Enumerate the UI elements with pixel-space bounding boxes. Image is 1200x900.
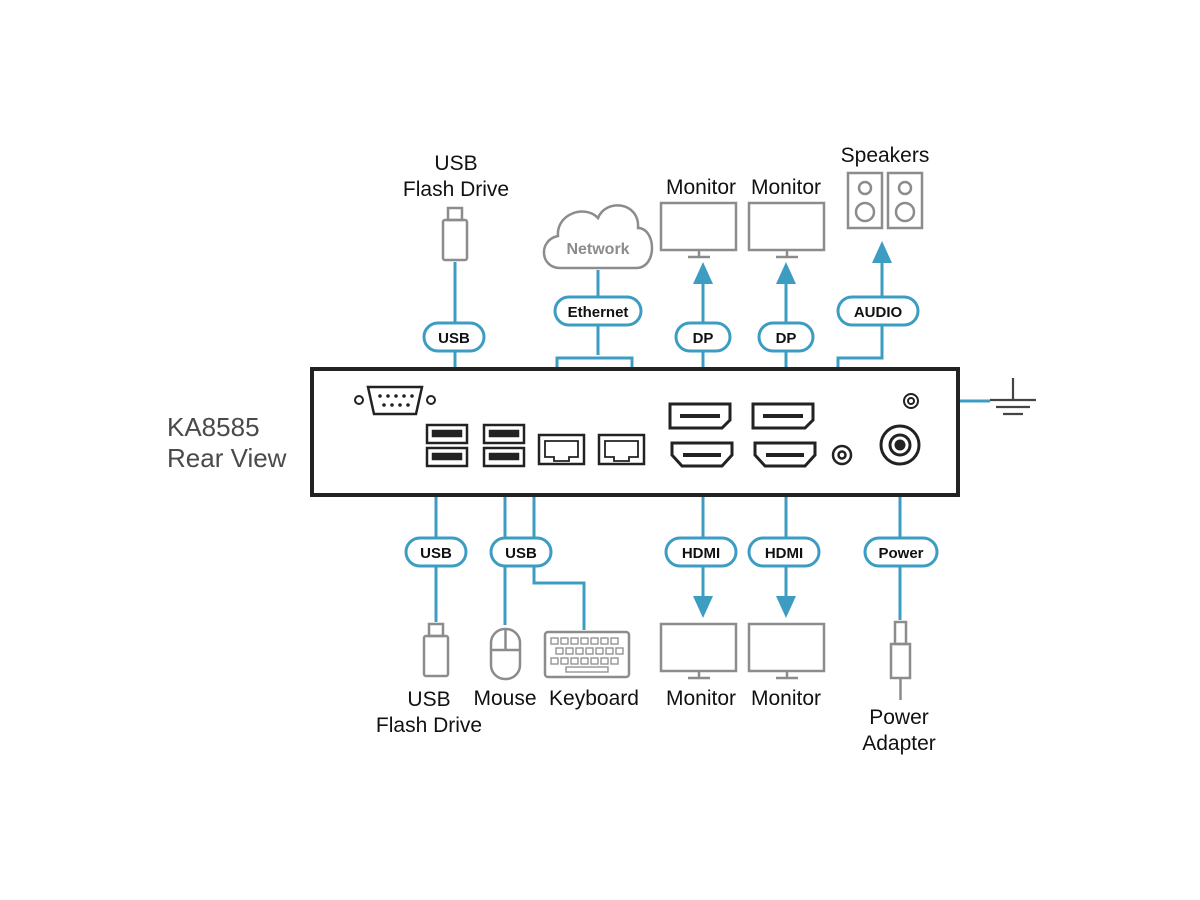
device-model: KA8585: [167, 412, 260, 442]
monitor-icon: [659, 622, 738, 680]
keyboard-label: Keyboard: [549, 687, 639, 710]
ethernet-port-icon: [537, 433, 586, 466]
keyboard-key: [560, 637, 569, 645]
keyboard-key: [550, 657, 559, 665]
keyboard-key: [600, 637, 609, 645]
pill-label: USB: [438, 330, 470, 347]
ethernet-port-icon: [597, 433, 646, 466]
usb-port-icon: [482, 423, 526, 468]
keyboard-key: [570, 657, 579, 665]
pill-label: Power: [878, 545, 923, 562]
monitor-top-2-label: Monitor: [751, 176, 821, 199]
arrow-down-hdmi2: [776, 596, 796, 618]
keyboard-key: [615, 647, 624, 655]
pill-label: HDMI: [682, 545, 720, 562]
keyboard-key: [590, 657, 599, 665]
speaker-icon: [846, 171, 924, 230]
power-adapter-label-1: Power: [869, 706, 929, 729]
keyboard-key: [570, 637, 579, 645]
mouse-label: Mouse: [473, 687, 536, 710]
displayport-port-icon: [751, 402, 815, 430]
audio-jack-icon: [831, 444, 853, 466]
pill-audio: AUDIO: [836, 295, 920, 327]
keyboard-key: [590, 637, 599, 645]
keyboard-key: [560, 657, 569, 665]
usb-flash-bottom-label-2: Flash Drive: [376, 714, 482, 737]
keyboard-key: [565, 647, 574, 655]
usb-flash-top-label-2: Flash Drive: [403, 178, 509, 201]
usb-flash-drive-icon: [422, 622, 450, 678]
pill-hdmi1: HDMI: [664, 536, 738, 568]
pill-power: Power: [863, 536, 939, 568]
pill-label: HDMI: [765, 545, 803, 562]
usb-flash-drive-icon: [441, 206, 469, 262]
power-jack-icon: [879, 424, 921, 466]
monitor-icon: [747, 201, 826, 259]
pill-dp1: DP: [674, 321, 732, 353]
pill-dp2: DP: [757, 321, 815, 353]
power-adapter-label-2: Adapter: [862, 732, 936, 755]
hdmi-port-icon: [670, 441, 734, 468]
keyboard-key: [550, 637, 559, 645]
network-label: Network: [566, 241, 629, 258]
keyboard-key: [600, 657, 609, 665]
keyboard-key: [555, 647, 564, 655]
pill-usb-bottom-2: USB: [489, 536, 553, 568]
pill-label: DP: [776, 330, 797, 347]
keyboard-key: [610, 657, 619, 665]
ground-icon: [990, 378, 1036, 416]
displayport-port-icon: [668, 402, 732, 430]
serial-port-icon: [354, 385, 436, 416]
arrow-up-dp1: [693, 262, 713, 284]
keyboard-key: [575, 647, 584, 655]
keyboard-key: [605, 647, 614, 655]
keyboard-key: [580, 637, 589, 645]
monitor-bottom-2-label: Monitor: [751, 687, 821, 710]
keyboard-icon: [543, 630, 631, 679]
usb-flash-top-label-1: USB: [434, 152, 477, 175]
arrow-up-dp2: [776, 262, 796, 284]
arrowheads: [693, 241, 892, 618]
keyboard-key: [580, 657, 589, 665]
cloud-icon: [542, 204, 654, 270]
power-adapter-icon: [889, 620, 912, 700]
ground-screw-icon: [903, 393, 919, 409]
pill-label: USB: [420, 545, 452, 562]
usb-port-icon: [425, 423, 469, 468]
arrow-up-audio: [872, 241, 892, 263]
monitor-icon: [747, 622, 826, 680]
pill-ethernet: Ethernet: [553, 295, 643, 327]
monitor-bottom-1-label: Monitor: [666, 687, 736, 710]
usb-flash-bottom-label-1: USB: [407, 688, 450, 711]
pill-hdmi2: HDMI: [747, 536, 821, 568]
device-chassis: [310, 367, 960, 497]
pill-label: Ethernet: [568, 304, 629, 321]
keyboard-key: [585, 647, 594, 655]
pill-usb-top: USB: [422, 321, 486, 353]
device-view: Rear View: [167, 443, 287, 473]
keyboard-cable: [532, 440, 586, 630]
keyboard-spacebar: [565, 666, 609, 673]
arrow-down-hdmi1: [693, 596, 713, 618]
hdmi-port-icon: [753, 441, 817, 468]
pill-usb-bottom-1: USB: [404, 536, 468, 568]
pill-label: AUDIO: [854, 304, 903, 321]
monitor-top-1-label: Monitor: [666, 176, 736, 199]
keyboard-key: [610, 637, 619, 645]
keyboard-key: [595, 647, 604, 655]
mouse-icon: [489, 627, 522, 681]
pill-label: DP: [693, 330, 714, 347]
pill-label: USB: [505, 545, 537, 562]
monitor-icon: [659, 201, 738, 259]
speakers-label: Speakers: [841, 144, 930, 167]
